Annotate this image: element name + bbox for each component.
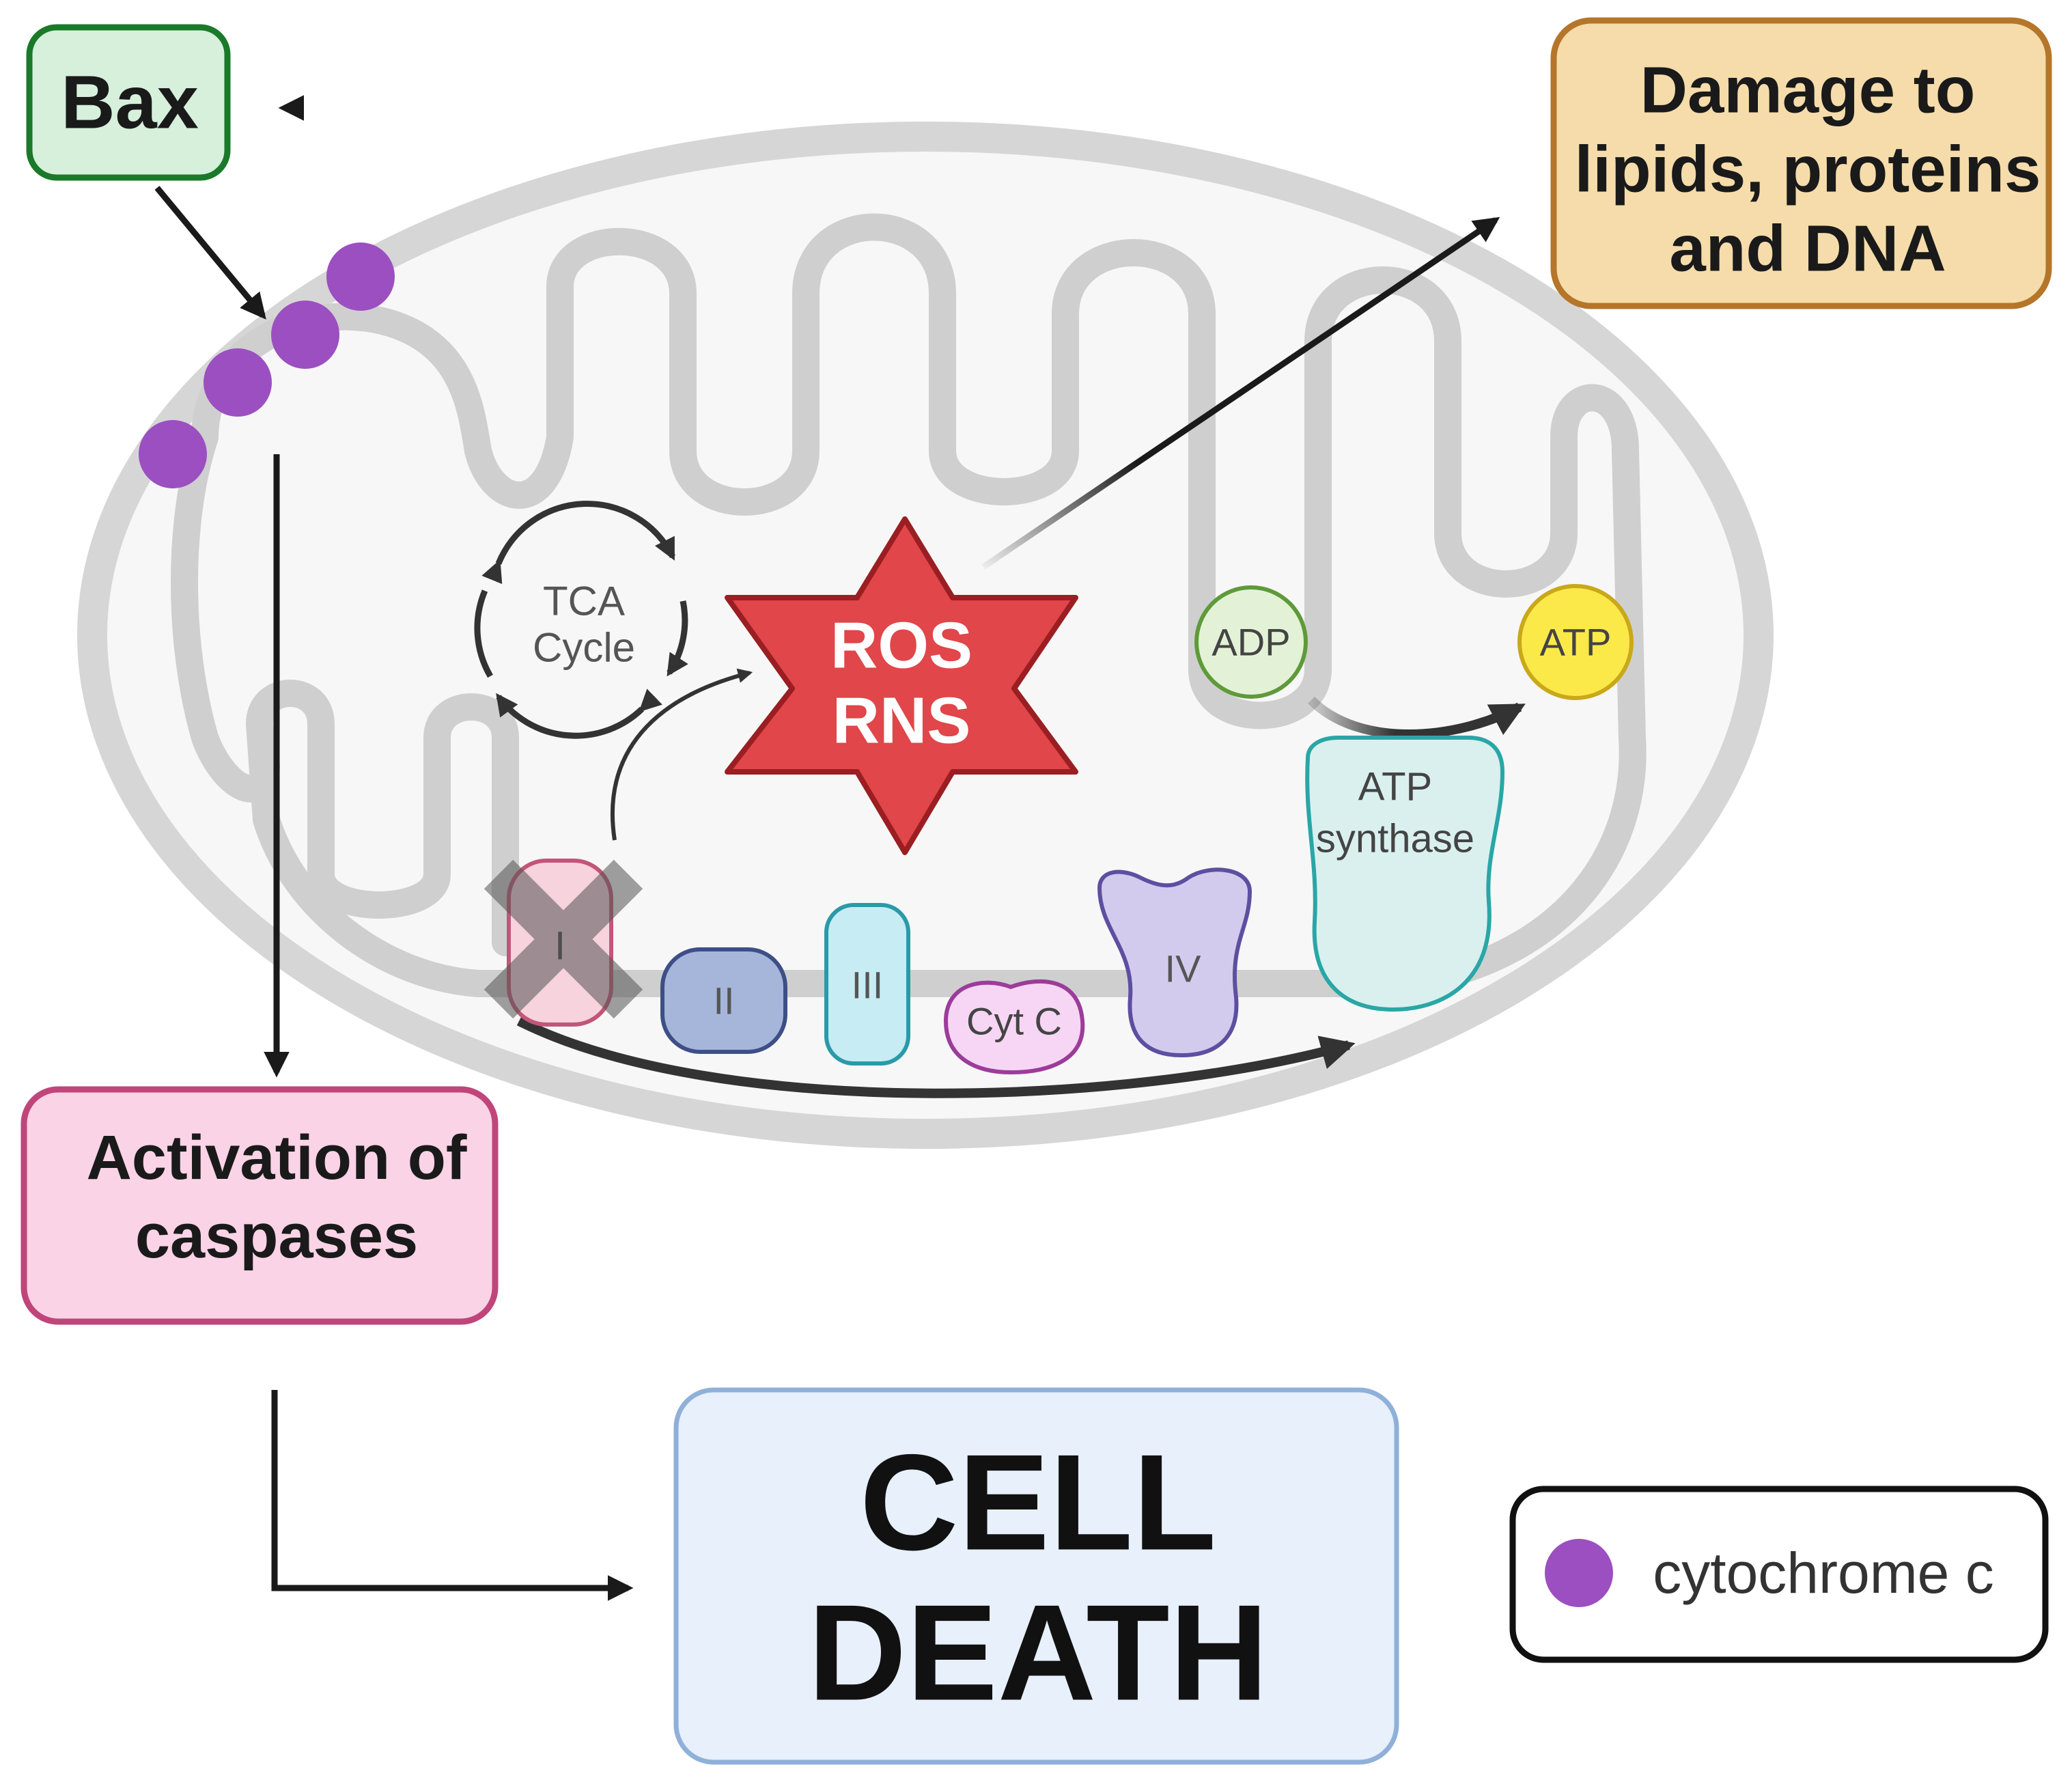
cytochrome-c-cluster [139, 242, 395, 488]
bax-box [26, 24, 231, 181]
arrow-adp-to-atp [1308, 696, 1526, 739]
atp-circle [1517, 584, 1634, 700]
complex-3-label: III [852, 964, 884, 1007]
adp-circle [1194, 585, 1308, 699]
complex-3-shape [824, 903, 910, 1066]
cell-death-box [673, 1387, 1399, 1765]
tca-arrow-top [481, 501, 676, 585]
cytochrome-c-dot [326, 242, 395, 311]
arrow-bax-to-cytochrome [154, 186, 266, 320]
cytochrome-c-dot [271, 301, 339, 369]
cyt-c-shape [943, 979, 1085, 1075]
complex-3: III [824, 903, 910, 1066]
complex-4: IV [1097, 867, 1252, 1058]
damage-node: Damage to lipids, proteins and DNA [1550, 17, 2052, 309]
damage-box [1550, 17, 2052, 309]
activation-node: Activation of caspases [20, 1086, 499, 1325]
cyt-c: Cyt C [943, 979, 1085, 1075]
tca-arrow-left [474, 589, 493, 678]
ros-rns-star: ROS RNS [725, 516, 1078, 855]
atp-synthase-label-line1: ATP [1358, 765, 1433, 809]
arrow-ros-to-damage [981, 217, 1500, 570]
damage-label-line3: and DNA [1669, 212, 1946, 286]
complex-4-label: IV [1165, 947, 1202, 990]
cell-death-node: CELL DEATH [673, 1387, 1399, 1765]
activation-label-line2: caspases [135, 1201, 418, 1271]
damage-label-line2: lipids, proteins [1575, 133, 2041, 206]
complex-2-label: II [713, 979, 734, 1022]
arrow-complex1-to-ros [610, 668, 753, 841]
legend: cytochrome c [1509, 1486, 2049, 1663]
cytochrome-c-dot [139, 420, 207, 488]
mitochondrion-cristae-left [171, 423, 280, 803]
cell-death-label-line2: DEATH [808, 1577, 1268, 1729]
damage-label-line1: Damage to [1640, 54, 1976, 127]
complex-4-shape [1097, 867, 1252, 1058]
tca-label-line2: Cycle [533, 625, 635, 671]
tca-arrow-bottom [496, 688, 662, 739]
legend-cytochrome-icon [1545, 1539, 1613, 1607]
activation-label-line1: Activation of [86, 1123, 466, 1193]
ros-label: ROS [830, 609, 972, 682]
tca-label-line1: TCA [543, 579, 625, 624]
tca-cycle: TCA Cycle [474, 501, 688, 739]
cell-death-label-line1: CELL [860, 1427, 1216, 1579]
adp-node: ADP [1194, 585, 1308, 699]
activation-box [20, 1086, 499, 1325]
mitochondrion-cristae [191, 213, 1647, 997]
arrow-electron-transport [516, 1016, 1356, 1098]
legend-label: cytochrome c [1653, 1541, 1994, 1605]
complex-1: I [484, 859, 643, 1027]
cyt-c-label: Cyt C [966, 1000, 1062, 1043]
atp-node: ATP [1517, 584, 1634, 700]
ros-star-shape [725, 516, 1078, 855]
bax-label: Bax [61, 61, 199, 145]
rns-label: RNS [832, 684, 971, 757]
arrow-to-cell-death [271, 1390, 634, 1601]
atp-synthase: ATP synthase [1305, 736, 1505, 1012]
atp-label: ATP [1540, 621, 1612, 664]
tca-arrow-right [667, 600, 688, 677]
complex-2-shape [660, 947, 787, 1054]
atp-synthase-shape [1305, 736, 1505, 1012]
atp-synthase-label-line2: synthase [1316, 817, 1474, 861]
bax-node: Bax [26, 24, 231, 181]
cytochrome-c-dot [204, 348, 272, 417]
legend-box [1509, 1486, 2049, 1663]
adp-label: ADP [1212, 621, 1290, 664]
complex-2: II [660, 947, 787, 1054]
inhibition-x-icon [484, 859, 643, 1019]
